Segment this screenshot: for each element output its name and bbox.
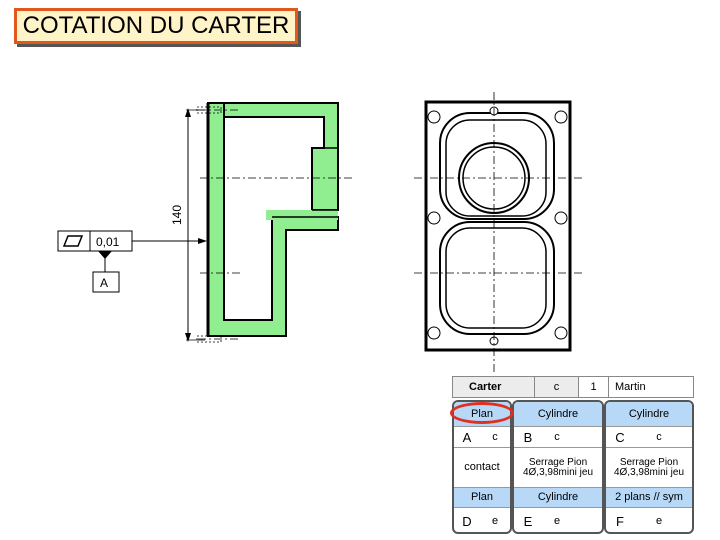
top-view <box>414 92 582 372</box>
bottom-code: e <box>553 514 561 527</box>
reference-row: C c <box>606 426 692 447</box>
section-view <box>185 102 352 343</box>
feature-label: Cylindre <box>606 402 692 426</box>
hole <box>554 326 568 340</box>
mid-text: contact <box>454 447 510 487</box>
datum-label: A <box>100 276 108 290</box>
reference-letter: A <box>462 429 472 445</box>
reference-code: c <box>554 430 560 443</box>
bottom-feature: Plan <box>454 487 510 507</box>
mid-text: Serrage Pion 4Ø,3,98mini jeu <box>606 447 692 487</box>
highlight-ellipse <box>450 402 514 424</box>
reference-letter: B <box>523 429 533 445</box>
hole <box>554 110 568 124</box>
bottom-code: e <box>491 514 499 527</box>
bottom-letter: E <box>523 513 533 529</box>
header-number: 1 <box>579 377 609 397</box>
header-code: c <box>535 377 579 397</box>
reference-code: c <box>656 430 662 443</box>
header-author: Martin <box>609 377 693 397</box>
tolerance-value: 0,01 <box>96 235 120 249</box>
page-title: COTATION DU CARTER <box>14 8 298 44</box>
mid-text: Serrage Pion 4Ø,3,98mini jeu <box>514 447 602 487</box>
flatness-icon <box>62 235 84 247</box>
feature-label: Cylindre <box>514 402 602 426</box>
reference-row: A c <box>454 426 510 447</box>
tolerance-table: Carter c 1 Martin Plan A c contact Plan … <box>450 376 694 534</box>
hole <box>427 326 441 340</box>
bottom-letter: D <box>462 513 472 529</box>
bottom-reference-row: F e <box>606 507 692 532</box>
bottom-feature: Cylindre <box>514 487 602 507</box>
datum-box <box>92 271 120 293</box>
bottom-code: e <box>655 514 663 527</box>
table-column-3: Cylindre C c Serrage Pion 4Ø,3,98mini je… <box>604 400 694 534</box>
hole <box>554 211 568 225</box>
table-column-2: Cylindre B c Serrage Pion 4Ø,3,98mini je… <box>512 400 604 534</box>
hole <box>427 110 441 124</box>
section-wall <box>208 102 339 211</box>
bottom-reference-row: E e <box>514 507 602 532</box>
bottom-feature: 2 plans // sym <box>606 487 692 507</box>
bottom-letter: F <box>616 513 624 529</box>
reference-code: c <box>492 430 498 443</box>
section-wall <box>266 210 338 220</box>
hole <box>427 211 441 225</box>
dimension-label: 140 <box>170 205 184 225</box>
reference-letter: C <box>615 429 625 445</box>
header-part: Carter <box>453 377 535 397</box>
reference-row: B c <box>514 426 602 447</box>
bottom-reference-row: D e <box>454 507 510 532</box>
table-header-row: Carter c 1 Martin <box>452 376 694 398</box>
tolerance-frame <box>57 230 207 293</box>
